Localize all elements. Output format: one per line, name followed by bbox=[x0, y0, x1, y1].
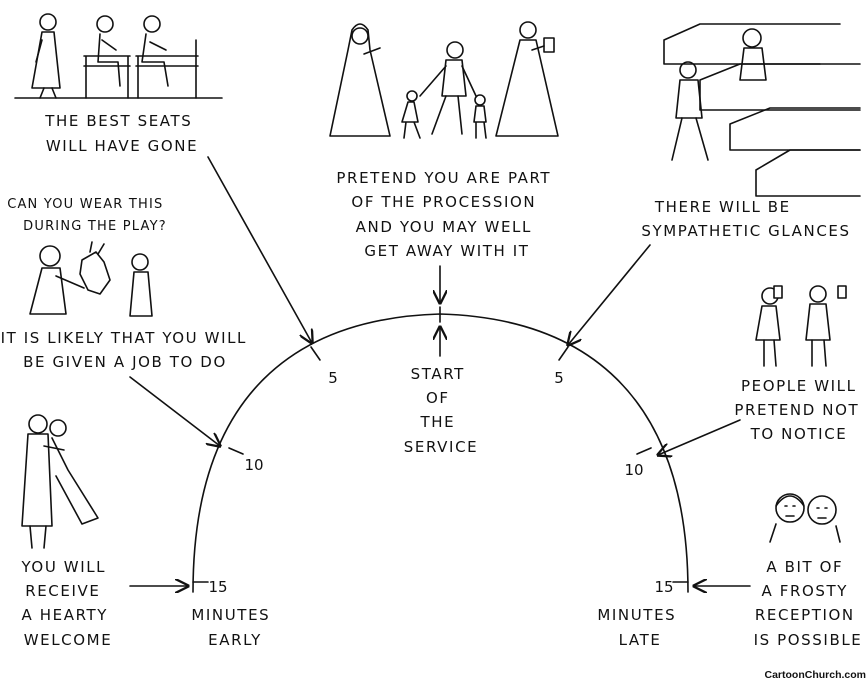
label-job: IT IS LIKELY THAT YOU WILL BE GIVEN A JO… bbox=[1, 329, 254, 371]
glances-illustration bbox=[663, 23, 861, 197]
label-welcome: YOU WILL RECEIVE A HEARTY WELCOME bbox=[20, 558, 114, 649]
costume-illustration bbox=[29, 241, 153, 317]
label-early: MINUTES EARLY bbox=[191, 606, 276, 649]
tick-label-right-15: 15 bbox=[654, 578, 673, 596]
label-glances: THERE WILL BE SYMPATHETIC GLANCES bbox=[641, 198, 850, 240]
tick-label-right-5: 5 bbox=[554, 369, 564, 387]
frosty-illustration bbox=[769, 493, 841, 543]
label-procession: PRETEND YOU ARE PART OF THE PROCESSION A… bbox=[336, 169, 557, 260]
arch-ticks bbox=[192, 306, 689, 583]
tick-right-10 bbox=[636, 447, 652, 455]
pretend-not-illustration bbox=[755, 285, 847, 367]
label-wear-this: CAN YOU WEAR THIS DURING THE PLAY? bbox=[7, 197, 169, 234]
label-pretend-not: PEOPLE WILL PRETEND NOT TO NOTICE bbox=[734, 377, 865, 443]
arrow-glances bbox=[568, 244, 651, 345]
tick-left-5 bbox=[310, 346, 321, 361]
welcome-illustration bbox=[21, 414, 99, 549]
arrow-best-seats bbox=[207, 156, 312, 343]
credit-text: CartoonChurch.com bbox=[764, 669, 866, 681]
procession-illustration bbox=[329, 21, 559, 139]
arrow-pretend-not bbox=[658, 419, 741, 455]
tick-left-10 bbox=[228, 447, 244, 455]
label-frosty: A BIT OF A FROSTY RECEPTION IS POSSIBLE bbox=[754, 558, 863, 649]
label-best-seats: THE BEST SEATS WILL HAVE GONE bbox=[44, 112, 198, 155]
label-late: MINUTES LATE bbox=[597, 606, 682, 649]
arrow-job bbox=[129, 376, 220, 446]
label-start: START OF THE SERVICE bbox=[404, 365, 478, 456]
tick-label-left-15: 15 bbox=[208, 578, 227, 596]
tick-right-5 bbox=[558, 346, 569, 361]
tick-label-left-10: 10 bbox=[244, 456, 263, 474]
tick-label-left-5: 5 bbox=[328, 369, 338, 387]
tick-label-right-10: 10 bbox=[624, 461, 643, 479]
best-seats-illustration bbox=[14, 13, 223, 99]
